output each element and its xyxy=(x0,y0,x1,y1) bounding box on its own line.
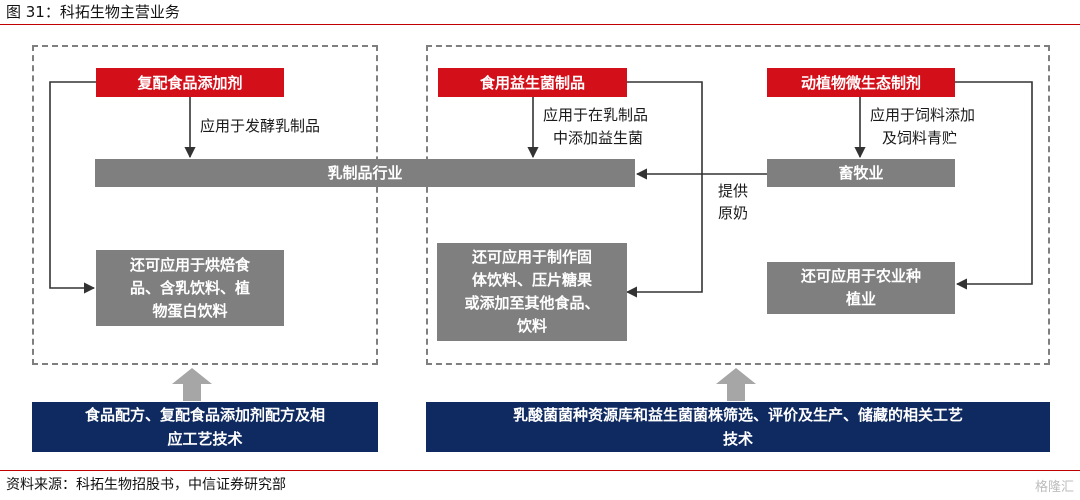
bottom-rule xyxy=(0,470,1080,471)
technology-right-line1: 乳酸菌菌种资源库和益生菌菌株筛选、评价及生产、储藏的相关工艺 xyxy=(512,406,963,424)
label-add-probiotic-2: 中添加益生菌 xyxy=(553,129,644,147)
probiotic-group-frame xyxy=(426,45,1050,365)
product-microecological: 动植物微生态制剂 xyxy=(767,68,955,97)
label-feed-1: 应用于饲料添加 xyxy=(870,106,976,124)
technology-left-line1: 食品配方、复配食品添加剂配方及相 xyxy=(84,406,325,424)
other-uses-probiotic-line3: 或添加至其他食品、 xyxy=(464,294,600,312)
label-raw-milk-1: 提供 xyxy=(718,182,749,200)
other-uses-compound-line2: 品、含乳饮料、植 xyxy=(129,278,250,297)
arrow-probiotic-to-other xyxy=(625,81,703,298)
label-raw-milk-2: 原奶 xyxy=(718,204,749,222)
industry-livestock: 畜牧业 xyxy=(767,159,955,187)
other-uses-probiotic: 还可应用于制作固 体饮料、压片糖果 或添加至其他食品、 饮料 xyxy=(437,243,627,341)
support-arrow-right xyxy=(716,368,756,401)
technology-left: 食品配方、复配食品添加剂配方及相 应工艺技术 xyxy=(32,402,378,452)
source-note: 资料来源：科拓生物招股书，中信证券研究部 xyxy=(6,477,286,493)
other-uses-microeco-line1: 还可应用于农业种 xyxy=(800,267,921,285)
other-uses-compound-line3: 物蛋白饮料 xyxy=(152,301,228,320)
label-add-probiotic-1: 应用于在乳制品 xyxy=(543,106,649,124)
label-fermented-dairy: 应用于发酵乳制品 xyxy=(200,117,321,135)
other-uses-microeco-line2: 植业 xyxy=(845,290,876,308)
industry-dairy: 乳制品行业 xyxy=(95,159,635,187)
other-uses-compound: 还可应用于烘焙食 品、含乳饮料、植 物蛋白饮料 xyxy=(96,250,284,326)
other-uses-probiotic-line1: 还可应用于制作固 xyxy=(471,248,592,266)
technology-right: 乳酸菌菌种资源库和益生菌菌株筛选、评价及生产、储藏的相关工艺 技术 xyxy=(426,402,1050,452)
figure-title: 图 31：科拓生物主营业务 xyxy=(6,3,180,21)
compound-group-frame xyxy=(32,45,378,365)
product-compound-additive: 复配食品添加剂 xyxy=(96,68,284,97)
arrow-compound-to-other xyxy=(49,81,96,294)
other-uses-compound-line1: 还可应用于烘焙食 xyxy=(129,255,250,274)
technology-left-line2: 应工艺技术 xyxy=(167,430,243,448)
product-probiotic: 食用益生菌制品 xyxy=(438,68,627,97)
top-rule xyxy=(0,24,1080,25)
arrow-microeco-to-other xyxy=(955,81,1033,290)
technology-right-line2: 技术 xyxy=(722,430,753,448)
other-uses-probiotic-line2: 体饮料、压片糖果 xyxy=(471,271,592,289)
support-arrow-left xyxy=(172,368,212,401)
other-uses-probiotic-line4: 饮料 xyxy=(516,317,547,335)
label-feed-2: 及饲料青贮 xyxy=(882,129,958,147)
other-uses-microeco: 还可应用于农业种 植业 xyxy=(767,262,955,314)
watermark: 格隆汇 xyxy=(1034,480,1074,495)
